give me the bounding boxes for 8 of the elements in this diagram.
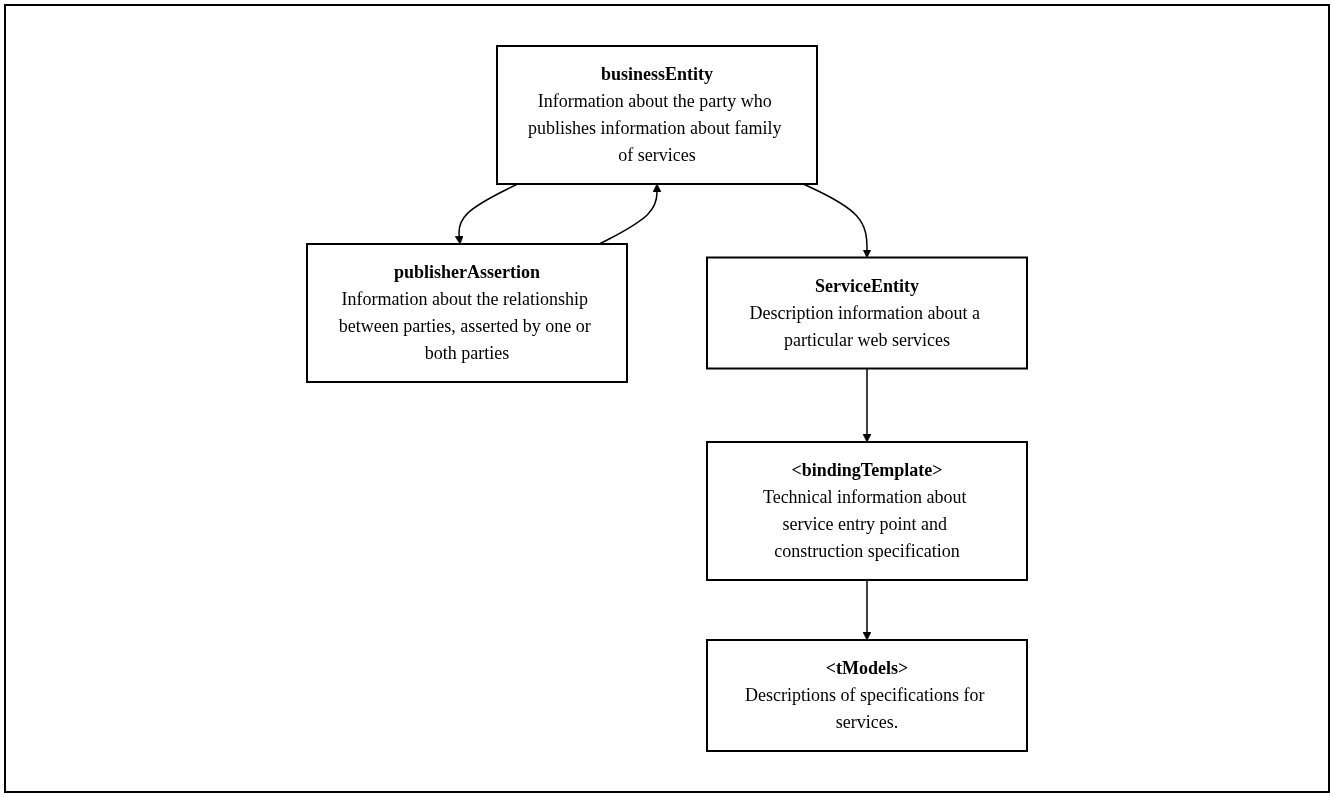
node-box: <tModels> Descriptions of specifications for services. (706, 639, 1028, 752)
arrow (862, 579, 872, 641)
node-box: businessEntity Information about the party who publishes information about family of services (496, 45, 818, 185)
node-box: ServiceEntity Description information about a particular web services (706, 256, 1028, 370)
node-box: <bindingTemplate> Technical information about service entry point and construction specification (706, 441, 1028, 581)
arrow (862, 367, 872, 443)
arrow (598, 183, 662, 245)
node-box: publisherAssertion Information about the relationship between parties, asserted by one or both parties (306, 243, 628, 383)
